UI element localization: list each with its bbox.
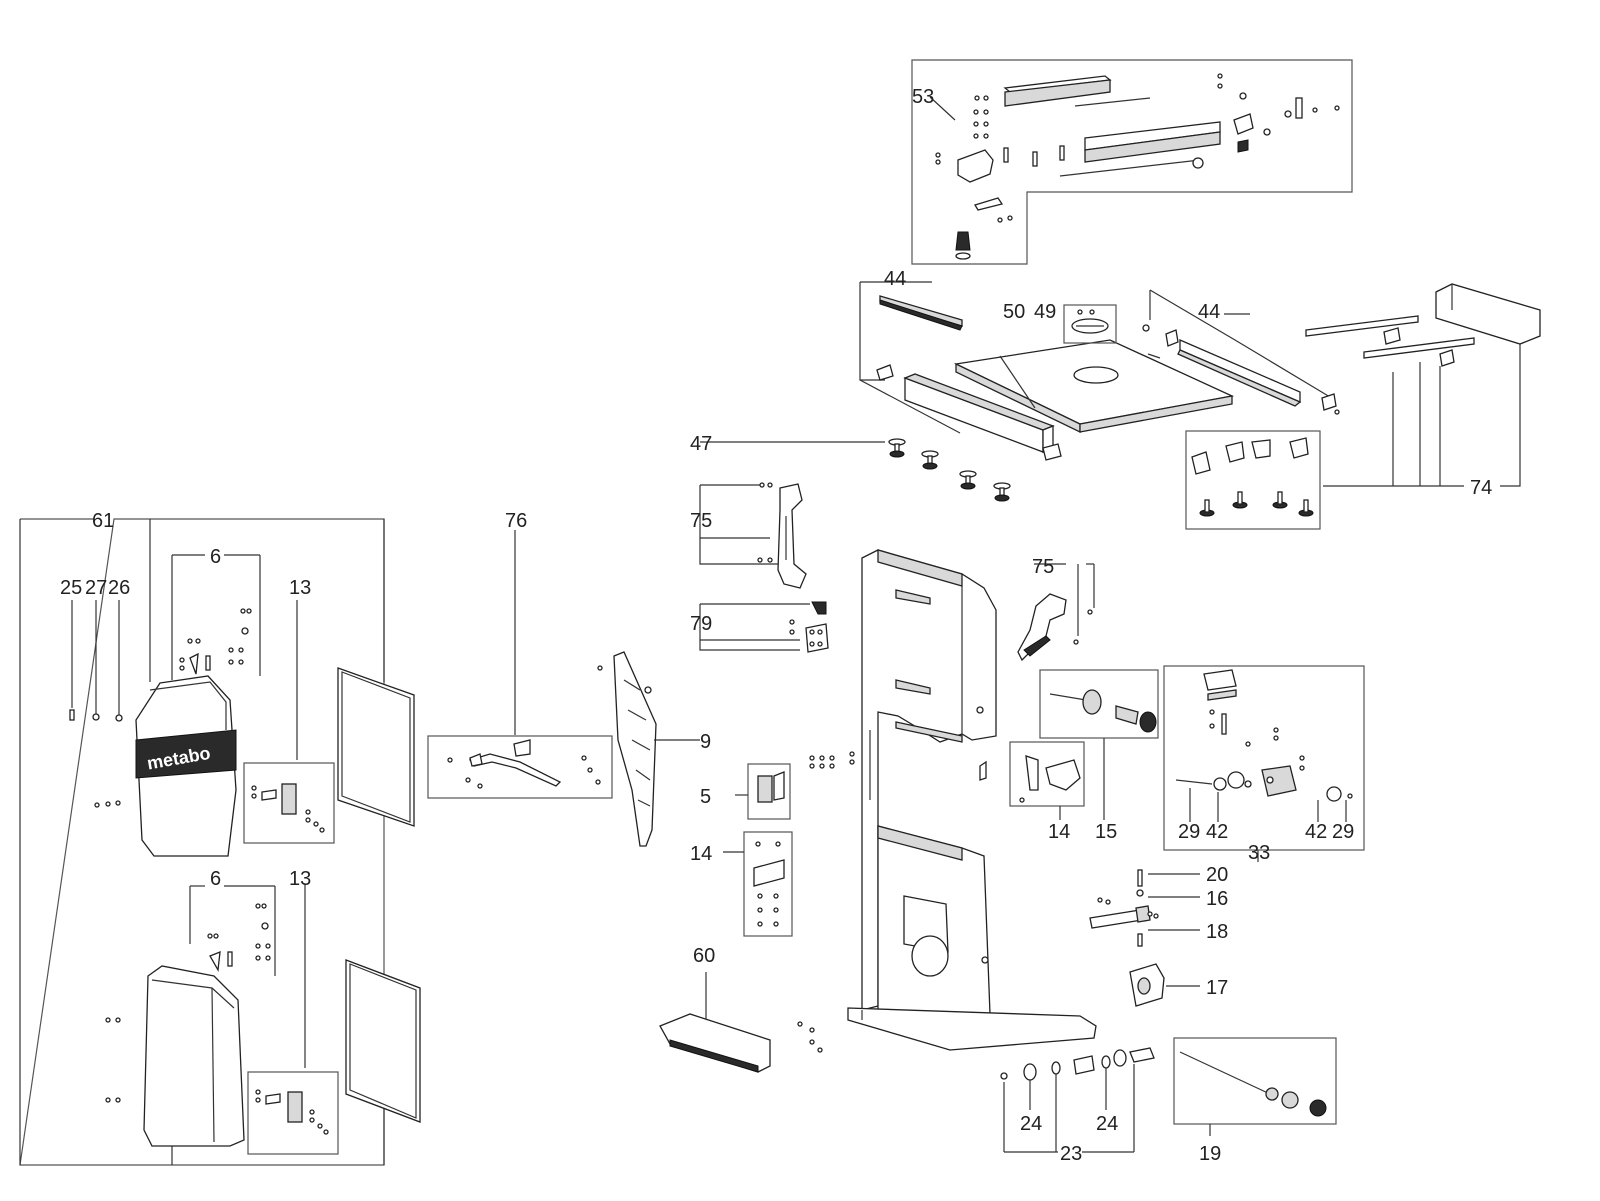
group-53-fence-assembly: [911, 59, 1353, 265]
callout-13-upper: 13: [289, 577, 311, 599]
callout-9: 9: [700, 731, 711, 753]
callout-79: 79: [690, 613, 712, 635]
bearing-stack: [1000, 1037, 1337, 1153]
group-61-cover-assembly: metabo BAS 317: [19, 518, 415, 1166]
callout-42-right: 42: [1305, 821, 1327, 843]
callout-15: 15: [1095, 821, 1117, 843]
callout-27: 27: [85, 577, 107, 599]
callout-74: 74: [1470, 477, 1492, 499]
callout-24-right: 24: [1096, 1113, 1118, 1135]
lower-cover-assembly: [105, 884, 421, 1155]
callout-75-right: 75: [1032, 556, 1054, 578]
bracket-parts: [699, 482, 855, 937]
callout-14-right: 14: [1048, 821, 1070, 843]
callout-44-right: 44: [1198, 301, 1220, 323]
callout-18: 18: [1206, 921, 1228, 943]
callout-26: 26: [108, 577, 130, 599]
brand-model: BAS 317: [192, 787, 229, 797]
table-group: [700, 281, 1340, 502]
callout-76: 76: [505, 510, 527, 532]
main-frame: [847, 549, 1097, 1051]
callout-6-upper: 6: [210, 546, 221, 568]
group-33-adjuster: [1163, 665, 1365, 862]
callout-13-lower: 13: [289, 868, 311, 890]
right-handle-and-adjusters: [1009, 563, 1159, 820]
callout-75-left: 75: [690, 510, 712, 532]
callout-61: 61: [92, 510, 114, 532]
callout-53: 53: [912, 86, 934, 108]
dust-chute: [659, 972, 823, 1073]
callout-29-right: 29: [1332, 821, 1354, 843]
callout-47: 47: [690, 433, 712, 455]
callout-42-left: 42: [1206, 821, 1228, 843]
group-76-guide: [427, 530, 700, 847]
callout-labels: 53 44 50 49 44 47 74 61 76 75 75 79 6 13…: [60, 86, 1492, 1165]
group-74-extension: [1185, 283, 1541, 530]
callout-25: 25: [60, 577, 82, 599]
callout-16: 16: [1206, 888, 1228, 910]
callout-19: 19: [1199, 1143, 1221, 1165]
callout-60: 60: [693, 945, 715, 967]
lower-shaft-parts: [1089, 869, 1200, 1007]
callout-6-lower: 6: [210, 868, 221, 890]
callout-33: 33: [1248, 842, 1270, 864]
callout-44-left: 44: [884, 268, 906, 290]
callout-5: 5: [700, 786, 711, 808]
callout-17: 17: [1206, 977, 1228, 999]
callout-50: 50: [1003, 301, 1025, 323]
callout-14-left: 14: [690, 843, 712, 865]
callout-24-left: 24: [1020, 1113, 1042, 1135]
callout-49: 49: [1034, 301, 1056, 323]
callout-29-left: 29: [1178, 821, 1200, 843]
callout-20: 20: [1206, 864, 1228, 886]
callout-23: 23: [1060, 1143, 1082, 1165]
